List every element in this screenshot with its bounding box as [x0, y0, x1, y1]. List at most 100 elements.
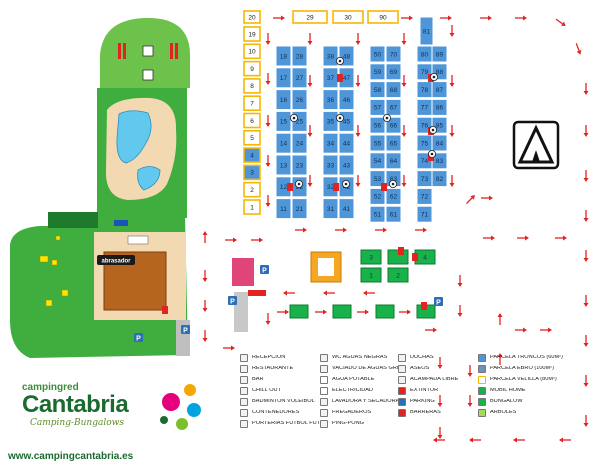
plot-58[interactable]: 58	[369, 81, 386, 99]
plot-68[interactable]: 68	[385, 81, 402, 99]
plot-72[interactable]: 72	[416, 187, 433, 205]
plot-17[interactable]: 17	[275, 67, 292, 89]
plot-shape	[369, 98, 386, 116]
plot-67[interactable]: 67	[385, 98, 402, 116]
plot-44[interactable]: 44	[338, 132, 355, 154]
plot-5[interactable]: 5	[243, 130, 261, 146]
plot-1[interactable]: 1	[243, 199, 261, 215]
plot-30[interactable]: 30	[332, 10, 364, 24]
plot-21[interactable]: 21	[291, 198, 308, 220]
plot-3[interactable]: 3	[243, 164, 261, 181]
plot-41[interactable]: 41	[338, 198, 355, 220]
brand-name: Cantabria	[22, 391, 129, 418]
legend-label: VACIADO DE AGUAS GRISES	[332, 365, 402, 371]
plot-11[interactable]: 11	[275, 198, 292, 220]
plot-18[interactable]: 18	[275, 45, 292, 67]
plot-7[interactable]: 7	[243, 95, 261, 111]
plot-shape	[243, 181, 261, 198]
plot-24[interactable]: 24	[291, 132, 308, 154]
traffic-arrow	[469, 437, 481, 443]
plot-4[interactable]: 4	[243, 147, 261, 163]
plot-62[interactable]: 62	[385, 187, 402, 205]
traffic-arrow	[401, 125, 407, 137]
plot-71[interactable]: 71	[416, 205, 433, 223]
plot-54[interactable]: 54	[369, 152, 386, 170]
plot-33[interactable]: 33	[322, 154, 339, 176]
plot-1[interactable]: 1	[360, 267, 382, 283]
plot-3[interactable]: 3	[360, 249, 382, 265]
plot-82[interactable]: 82	[431, 170, 448, 188]
plot-65[interactable]: 65	[385, 134, 402, 152]
plot-number: 17	[280, 75, 288, 82]
plot-75[interactable]: 75	[416, 134, 433, 152]
plot-31[interactable]: 31	[322, 198, 339, 220]
plot-29[interactable]: 29	[292, 10, 328, 24]
plot-52[interactable]: 52	[369, 187, 386, 205]
plot-50[interactable]: 50	[369, 45, 386, 63]
plot-89[interactable]: 89	[431, 45, 448, 63]
plot-64[interactable]: 64	[385, 152, 402, 170]
plot-36[interactable]: 36	[322, 89, 339, 111]
plot-51[interactable]: 51	[369, 205, 386, 223]
plot-81[interactable]: 81	[419, 16, 434, 46]
plot-77[interactable]: 77	[416, 98, 433, 116]
plot-34[interactable]: 34	[322, 132, 339, 154]
plot-35[interactable]: 35	[322, 110, 339, 132]
plot-46[interactable]: 46	[338, 89, 355, 111]
plot-59[interactable]: 59	[369, 63, 386, 81]
plot-23[interactable]: 23	[291, 154, 308, 176]
plot-43[interactable]: 43	[338, 154, 355, 176]
plot-57[interactable]: 57	[369, 98, 386, 116]
svg-text:P: P	[183, 327, 188, 334]
plot-66[interactable]: 66	[385, 116, 402, 134]
plot-86[interactable]: 86	[431, 98, 448, 116]
plot-69[interactable]: 69	[385, 63, 402, 81]
plot-15[interactable]: 15	[275, 110, 292, 132]
plot-56[interactable]: 56	[369, 116, 386, 134]
plot-6[interactable]: 6	[243, 112, 261, 129]
plot-16[interactable]: 16	[275, 89, 292, 111]
plot-37[interactable]: 37	[322, 67, 339, 89]
plot-2[interactable]: 2	[243, 181, 261, 198]
plot-27[interactable]: 27	[291, 67, 308, 89]
plot-32[interactable]: 32	[322, 176, 339, 198]
plot-53[interactable]: 53	[369, 170, 386, 188]
plot-8[interactable]: 8	[243, 78, 261, 94]
mobil-home-2[interactable]	[332, 304, 352, 319]
water-tap-icon	[341, 179, 350, 188]
plot-number: 73	[421, 176, 429, 183]
plot-28[interactable]: 28	[291, 45, 308, 67]
plot-87[interactable]: 87	[431, 81, 448, 99]
mobil-home-1[interactable]	[289, 304, 309, 319]
plot-shape	[385, 187, 402, 205]
plot-61[interactable]: 61	[385, 205, 402, 223]
plot-13[interactable]: 13	[275, 154, 292, 176]
plot-shape	[243, 43, 261, 60]
plot-10[interactable]: 10	[243, 43, 261, 60]
plot-number: 4	[250, 152, 254, 159]
plot-shape	[275, 89, 292, 111]
traffic-arrow	[202, 300, 208, 312]
plot-84[interactable]: 84	[431, 134, 448, 152]
plot-9[interactable]: 9	[243, 60, 261, 77]
traffic-arrow	[335, 227, 347, 233]
plot-number: 23	[296, 162, 304, 169]
plot-2[interactable]: 2	[387, 267, 409, 283]
plot-26[interactable]: 26	[291, 89, 308, 111]
plot-number: 27	[296, 75, 304, 82]
plot-90[interactable]: 90	[367, 10, 399, 24]
brand-url[interactable]: www.campingcantabria.es	[8, 451, 134, 462]
plot-20[interactable]: 20	[243, 10, 261, 24]
traffic-arrow	[437, 395, 443, 407]
plot-80[interactable]: 80	[416, 45, 433, 63]
plot-14[interactable]: 14	[275, 132, 292, 154]
plot-70[interactable]: 70	[385, 45, 402, 63]
plot-number: 74	[421, 158, 429, 165]
traffic-arrow	[466, 195, 475, 204]
mobil-home-3[interactable]	[375, 304, 395, 319]
plot-19[interactable]: 19	[243, 26, 261, 42]
plot-73[interactable]: 73	[416, 170, 433, 188]
plot-38[interactable]: 38	[322, 45, 339, 67]
plot-78[interactable]: 78	[416, 81, 433, 99]
plot-55[interactable]: 55	[369, 134, 386, 152]
